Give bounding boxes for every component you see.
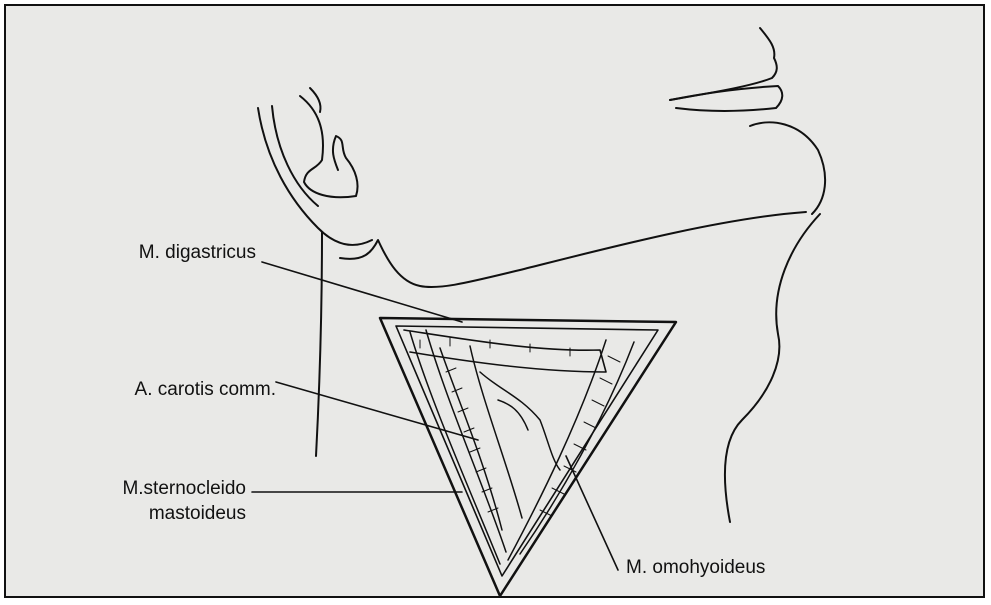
sternocleidomastoid-band-1 <box>410 332 500 564</box>
omohyoid-band-2 <box>520 342 634 554</box>
leader-carotis <box>276 382 478 440</box>
upper-lip <box>670 28 777 100</box>
leader-digastricus <box>262 262 462 322</box>
front-neck-outline <box>725 214 820 522</box>
label-omohyoideus: M. omohyoideus <box>626 556 765 579</box>
label-sternocleido-line1: M.sternocleido <box>96 477 246 500</box>
omohyoid-band-1 <box>508 340 606 560</box>
jaw-line <box>340 212 806 287</box>
chin-outline <box>750 122 825 214</box>
label-carotis: A. carotis comm. <box>96 378 276 401</box>
label-digastricus: M. digastricus <box>96 241 256 264</box>
digastric-band <box>404 330 606 372</box>
ear-antihelix <box>300 96 358 197</box>
triangle-hatching <box>420 338 620 516</box>
carotid-triangle-outline <box>380 318 676 596</box>
lower-lip <box>670 86 782 111</box>
triangle-inner-border <box>396 326 658 576</box>
back-neck-outline <box>316 232 322 456</box>
label-sternocleido-line2: mastoideus <box>96 502 246 525</box>
leader-omohyoideus <box>566 456 618 570</box>
